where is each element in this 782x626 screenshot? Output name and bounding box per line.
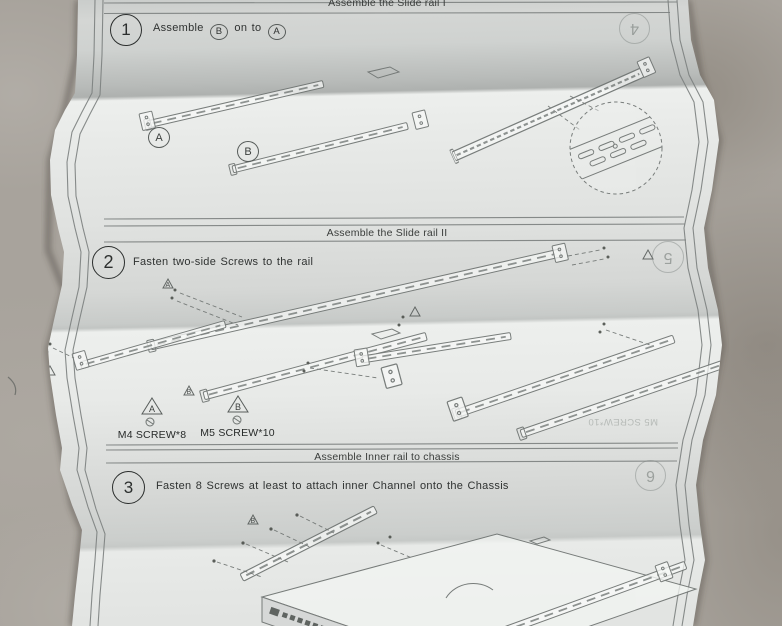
chassis-front-ports xyxy=(269,606,326,626)
magnified-detail-circle xyxy=(569,101,663,195)
show-through-step4: 4 xyxy=(619,13,650,44)
rail-drawing xyxy=(361,331,513,364)
step1-number: 1 xyxy=(121,20,131,39)
svg-text:B: B xyxy=(234,402,240,412)
step1-instruction-pre: Assemble xyxy=(153,22,204,34)
step1-number-badge: 1 xyxy=(110,14,142,46)
circled-part-a: A xyxy=(267,23,286,40)
chassis-logo-arc xyxy=(445,582,494,599)
step1-instruction: Assemble B on to A xyxy=(153,22,288,40)
step3-number: 3 xyxy=(123,477,134,497)
rail-drawing xyxy=(198,329,429,404)
chassis-top-drawing xyxy=(260,533,698,626)
svg-text:A: A xyxy=(149,404,155,414)
show-through-step5: 5 xyxy=(652,241,684,273)
screw-spec-m4: M4 SCREW*8 xyxy=(117,429,187,441)
rail-drawing xyxy=(463,558,689,626)
step3-number-badge: 3 xyxy=(112,471,145,504)
inner-rail-drawing xyxy=(238,504,379,583)
svg-text:B: B xyxy=(251,518,256,525)
rail-b-label: B xyxy=(237,141,259,162)
legend-item-b: B M5 SCREW*10 xyxy=(200,395,275,439)
header1-bottom-line xyxy=(103,11,671,15)
small-part-drawing xyxy=(366,66,401,79)
triangle-b-marker: B xyxy=(226,395,249,413)
assembled-rail-drawing xyxy=(448,65,646,165)
step2-number-badge: 2 xyxy=(92,246,125,279)
section2-bottom-line xyxy=(105,442,679,446)
section3-header: Assemble Inner rail to chassis xyxy=(314,451,460,463)
step2-instruction: Fasten two-side Screws to the rail xyxy=(133,256,314,268)
header2-bottom-line xyxy=(103,239,687,243)
header2-top-line xyxy=(103,223,686,227)
header3-top-line xyxy=(105,447,679,451)
section1-header: Assemble the Slide rail I xyxy=(328,0,446,9)
rail-a-label: A xyxy=(148,127,170,148)
svg-text:B: B xyxy=(187,389,192,396)
circled-part-b: B xyxy=(210,23,229,40)
show-through-text: M5 SCREW*10 xyxy=(588,416,658,427)
rail-drawing xyxy=(79,319,228,370)
triangle-a-marker: A xyxy=(141,397,163,415)
screw-spec-m5: M5 SCREW*10 xyxy=(200,427,275,439)
section1-bottom-line xyxy=(103,216,685,220)
step1-instruction-mid: on to xyxy=(234,22,262,34)
show-through-step6: 6 xyxy=(635,460,666,491)
rail-drawing xyxy=(450,332,677,422)
legend-item-a: A M4 SCREW*8 xyxy=(118,397,186,441)
step2-number: 2 xyxy=(103,252,114,272)
rail-a-drawing xyxy=(142,77,326,132)
right-border-line-inner xyxy=(667,0,703,626)
svg-text:A: A xyxy=(166,282,171,289)
section2-header: Assemble the Slide rail II xyxy=(326,227,448,239)
section3-diagram: B xyxy=(212,504,698,626)
section1-diagram xyxy=(138,56,663,195)
chassis-front-drawing xyxy=(261,596,471,626)
step3-instruction: Fasten 8 Screws at least to attach inner… xyxy=(156,480,509,492)
